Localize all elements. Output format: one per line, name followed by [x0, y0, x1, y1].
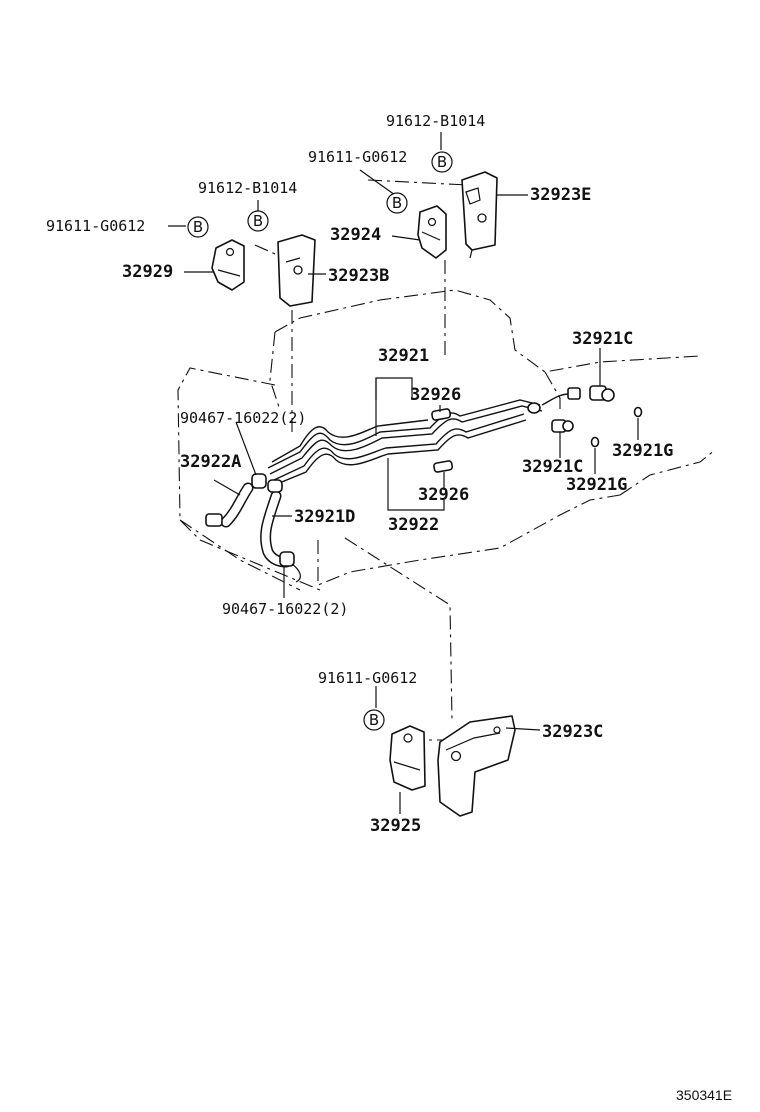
washer-32921G-low [590, 436, 600, 448]
clip-32925 [389, 725, 426, 791]
clip-32924 [417, 205, 447, 259]
engine-outline [177, 289, 716, 591]
label-32921C-lower: 32921C [522, 457, 583, 477]
label-32925: 32925 [370, 816, 421, 836]
clamp-90467-upper [251, 473, 283, 493]
label-91611-top: 91611-G0612 [308, 148, 407, 166]
label-90467-upper: 90467-16022(2) [180, 409, 306, 427]
sleeve-32926-lower [433, 460, 454, 473]
clamp-90467-lower [279, 551, 301, 583]
svg-text:B: B [392, 194, 402, 212]
label-32921D: 32921D [294, 507, 355, 527]
label-32923E: 32923E [530, 185, 591, 205]
cooler-pipes [267, 399, 543, 487]
bolt-marker-top-left: B [386, 192, 408, 214]
bracket-32923E [461, 171, 498, 259]
fitting-32921C-lower [551, 419, 574, 433]
label-90467-lower: 90467-16022(2) [222, 600, 348, 618]
label-32921G-right: 32921G [612, 441, 673, 461]
bolt-marker-bottom: B [363, 709, 385, 731]
bolt-marker-left-upper: B [247, 210, 269, 232]
label-32929: 32929 [122, 262, 173, 282]
label-32922: 32922 [388, 515, 439, 535]
label-32922A: 32922A [180, 452, 241, 472]
svg-text:B: B [193, 218, 203, 236]
label-91611-left: 91611-G0612 [46, 217, 145, 235]
label-32923B: 32923B [328, 266, 389, 286]
fitting-32921C-upper [527, 385, 615, 414]
bolt-marker-top: B [431, 151, 453, 173]
clip-32929 [211, 239, 245, 291]
bolt-marker-left: B [187, 216, 209, 238]
diagram-code: 350341E [676, 1087, 732, 1103]
sleeve-32926-upper [431, 408, 452, 421]
label-32923C: 32923C [542, 722, 603, 742]
callout-leaders [168, 132, 639, 814]
label-32924: 32924 [330, 225, 381, 245]
svg-text:B: B [369, 711, 379, 729]
label-91612-top: 91612-B1014 [386, 112, 485, 130]
label-91611-bottom: 91611-G0612 [318, 669, 417, 687]
svg-text:B: B [253, 212, 263, 230]
svg-text:B: B [437, 153, 447, 171]
label-32926-lower: 32926 [418, 485, 469, 505]
bracket-32923C [437, 715, 516, 817]
bracket-32923B [277, 234, 316, 307]
label-32926-upper: 32926 [410, 385, 461, 405]
label-32921: 32921 [378, 346, 429, 366]
washer-32921G-right [633, 406, 643, 418]
hose-32922A [205, 482, 254, 528]
part-labels: 91612-B1014 91611-G0612 32923E 91612-B10… [46, 112, 673, 836]
label-32921G-lower: 32921G [566, 475, 627, 495]
label-91612-left: 91612-B1014 [198, 179, 297, 197]
label-32921C-upper: 32921C [572, 329, 633, 349]
